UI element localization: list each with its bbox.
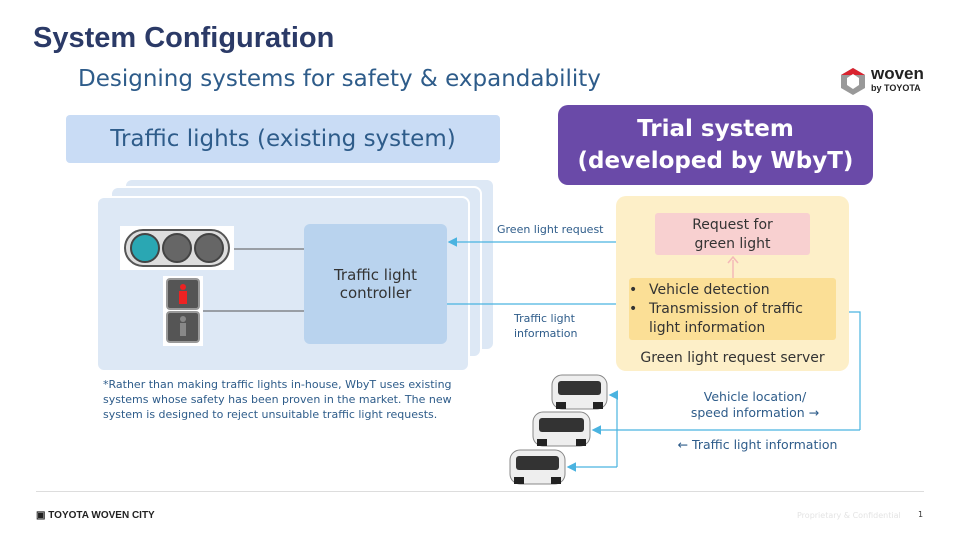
green-request-label: Green light request xyxy=(497,223,604,236)
existing-system-header: Traffic lights (existing system) xyxy=(66,115,500,163)
vehicle-arrow xyxy=(608,390,619,467)
footnote: *Rather than making traffic lights in-ho… xyxy=(103,378,452,421)
up-arrow-icon xyxy=(727,255,739,278)
request-line2: green light xyxy=(694,236,771,252)
bullet-item-continued: light information xyxy=(649,320,766,336)
vehicle-icon xyxy=(509,449,566,485)
trial-system-header: Trial system (developed by WbyT) xyxy=(558,105,873,185)
vehicle-location-label-1: Vehicle location/ xyxy=(703,389,807,404)
traffic-info-label-1: Traffic light xyxy=(514,312,575,325)
server-label: Green light request server xyxy=(640,350,825,366)
bullet-item: •Vehicle detection xyxy=(629,282,770,298)
vehicle-icon xyxy=(551,374,608,410)
traffic-light-controller: Traffic light controller xyxy=(304,224,447,344)
trial-header-line2: (developed by WbyT) xyxy=(577,148,854,174)
vehicle-icon xyxy=(532,411,591,447)
page-number: 1 xyxy=(918,510,924,519)
bullet-item: •Transmission of traffic xyxy=(629,301,803,317)
traffic-info-label-2: information xyxy=(514,327,578,340)
woven-logo: woven by TOYOTA xyxy=(838,64,938,98)
trial-header-line1: Trial system xyxy=(637,116,794,142)
logo-word: woven xyxy=(871,64,924,83)
request-green-light-box: Request for green light xyxy=(655,213,810,255)
controller-line1: Traffic light xyxy=(333,266,418,284)
traffic-info-back-label: ← Traffic light information xyxy=(677,437,838,452)
footer-brand: ▣ TOYOTA WOVEN CITY xyxy=(36,510,155,521)
pedestrian-traffic-light xyxy=(163,276,203,346)
footer-divider xyxy=(36,491,924,492)
server-functions-box: •Vehicle detection •Transmission of traf… xyxy=(629,278,836,340)
logo-sub: by TOYOTA xyxy=(871,83,921,93)
autonomous-vehicles xyxy=(509,374,608,485)
city-icon: ▣ xyxy=(36,510,49,521)
request-line1: Request for xyxy=(692,217,773,233)
vehicle-location-label-2: speed information → xyxy=(690,405,820,420)
confidential-label: Proprietary & Confidential xyxy=(797,511,901,520)
vehicle-traffic-light xyxy=(120,226,234,270)
controller-line2: controller xyxy=(339,284,412,302)
woven-hexagon-icon xyxy=(841,68,865,95)
page-title: System Configuration xyxy=(33,22,335,54)
page-subtitle: Designing systems for safety & expandabi… xyxy=(78,66,601,92)
